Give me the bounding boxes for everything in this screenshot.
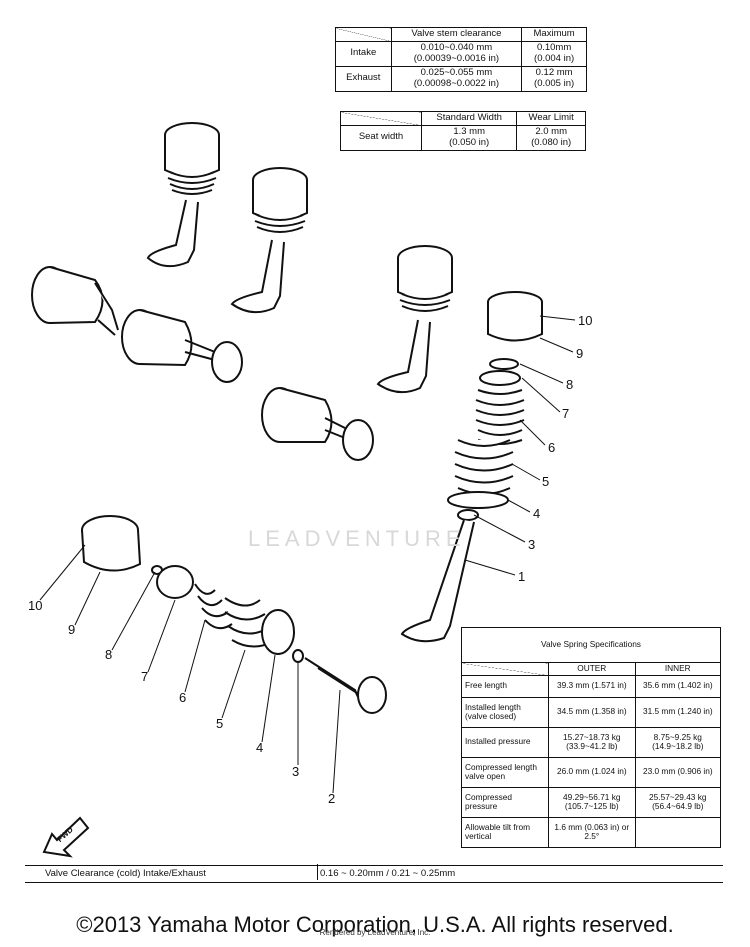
callout-9-left: 9 (68, 622, 76, 637)
callout-8-left: 8 (105, 647, 113, 662)
table-corner-cell (335, 27, 392, 42)
table-cell: 23.0 mm (0.906 in) (634, 756, 722, 788)
row-label: Installed length (valve closed) (461, 696, 549, 728)
table-cell: 49.29~56.71 kg (105.7~125 lb) (548, 786, 636, 818)
table-cell: 31.5 mm (1.240 in) (634, 696, 722, 728)
table-cell: 1.6 mm (0.063 in) or 2.5° (548, 816, 636, 848)
valve-assembly-3 (376, 245, 453, 394)
callout-10: 10 (578, 313, 593, 328)
valve-spring-spec-table: Valve Spring Specifications OUTER INNER … (461, 627, 722, 848)
table-title: Valve Spring Specifications (461, 627, 721, 663)
table-header: Maximum (521, 27, 587, 42)
valve-assembly-6 (261, 387, 374, 461)
callout-6: 6 (548, 440, 556, 455)
row-label: Installed pressure (461, 726, 549, 758)
callout-4-left: 4 (256, 740, 264, 755)
table-cell: 0.10mm(0.004 in) (521, 40, 587, 67)
callout-10-left: 10 (28, 598, 43, 613)
table-corner-cell (461, 662, 549, 676)
callout-1: 1 (518, 569, 526, 584)
row-label: Compressed length valve open (461, 756, 549, 788)
table-header: INNER (634, 662, 722, 676)
row-label: Compressed pressure (461, 786, 549, 818)
fwd-arrow-icon (42, 816, 90, 858)
row-label: Free length (461, 674, 549, 698)
table-cell: 0.12 mm(0.005 in) (521, 65, 587, 92)
callout-3: 3 (528, 537, 536, 552)
callout-6-left: 6 (179, 690, 187, 705)
callout-5-left: 5 (216, 716, 224, 731)
clearance-value: 0.16 ~ 0.20mm / 0.21 ~ 0.25mm (320, 868, 456, 879)
callout-8: 8 (566, 377, 574, 392)
table-header: Wear Limit (516, 111, 586, 126)
table-cell: 1.3 mm(0.050 in) (420, 124, 518, 151)
row-label: Exhaust (335, 65, 392, 92)
table-cell: 2.0 mm(0.080 in) (516, 124, 586, 151)
valve-assembly-1 (146, 122, 220, 268)
seat-width-table: Standard Width Wear Limit Seat width 1.3… (340, 111, 586, 151)
table-cell: 15.27~18.73 kg (33.9~41.2 lb) (548, 726, 636, 758)
table-cell: 35.6 mm (1.402 in) (634, 674, 722, 698)
table-cell: 34.5 mm (1.358 in) (548, 696, 636, 728)
callout-7: 7 (562, 406, 570, 421)
rendered-by-text: Rendered by LeadVenture, Inc. (319, 928, 431, 937)
table-cell: 0.025~0.055 mm(0.00098~0.0022 in) (390, 65, 523, 92)
row-label: Seat width (340, 124, 422, 151)
valve-assembly-exploded-right (400, 291, 543, 643)
valve-assembly-4 (31, 266, 119, 336)
row-label: Allowable tilt from vertical (461, 816, 549, 848)
callout-7-left: 7 (141, 669, 149, 684)
table-header: Valve stem clearance (390, 27, 523, 42)
callout-5: 5 (542, 474, 550, 489)
row-label: Intake (335, 40, 392, 67)
table-corner-cell (340, 111, 422, 126)
callout-3-left: 3 (292, 764, 300, 779)
table-header: OUTER (548, 662, 636, 676)
valve-assembly-5 (121, 309, 243, 383)
callout-2: 2 (328, 791, 336, 806)
clearance-label: Valve Clearance (cold) Intake/Exhaust (45, 868, 206, 879)
callout-9: 9 (576, 346, 584, 361)
table-cell: 0.010~0.040 mm(0.00039~0.0016 in) (390, 40, 523, 67)
watermark: LEADVENTURE (248, 526, 466, 551)
table-cell (634, 816, 722, 848)
callout-4: 4 (533, 506, 541, 521)
valve-assembly-2 (230, 167, 308, 314)
table-header: Standard Width (420, 111, 518, 126)
valve-assembly-exploded-left (81, 515, 387, 714)
table-cell: 26.0 mm (1.024 in) (548, 756, 636, 788)
valve-clearance-bar: Valve Clearance (cold) Intake/Exhaust 0.… (25, 864, 723, 883)
table-cell: 39.3 mm (1.571 in) (548, 674, 636, 698)
table-cell: 8.75~9.25 kg (14.9~18.2 lb) (634, 726, 722, 758)
copyright-text: ©2013 Yamaha Motor Corporation, U.S.A. A… (76, 912, 674, 937)
table-cell: 25.57~29.43 kg (56.4~64.9 lb) (634, 786, 722, 818)
valve-stem-clearance-table: Valve stem clearance Maximum Intake 0.01… (335, 27, 587, 92)
